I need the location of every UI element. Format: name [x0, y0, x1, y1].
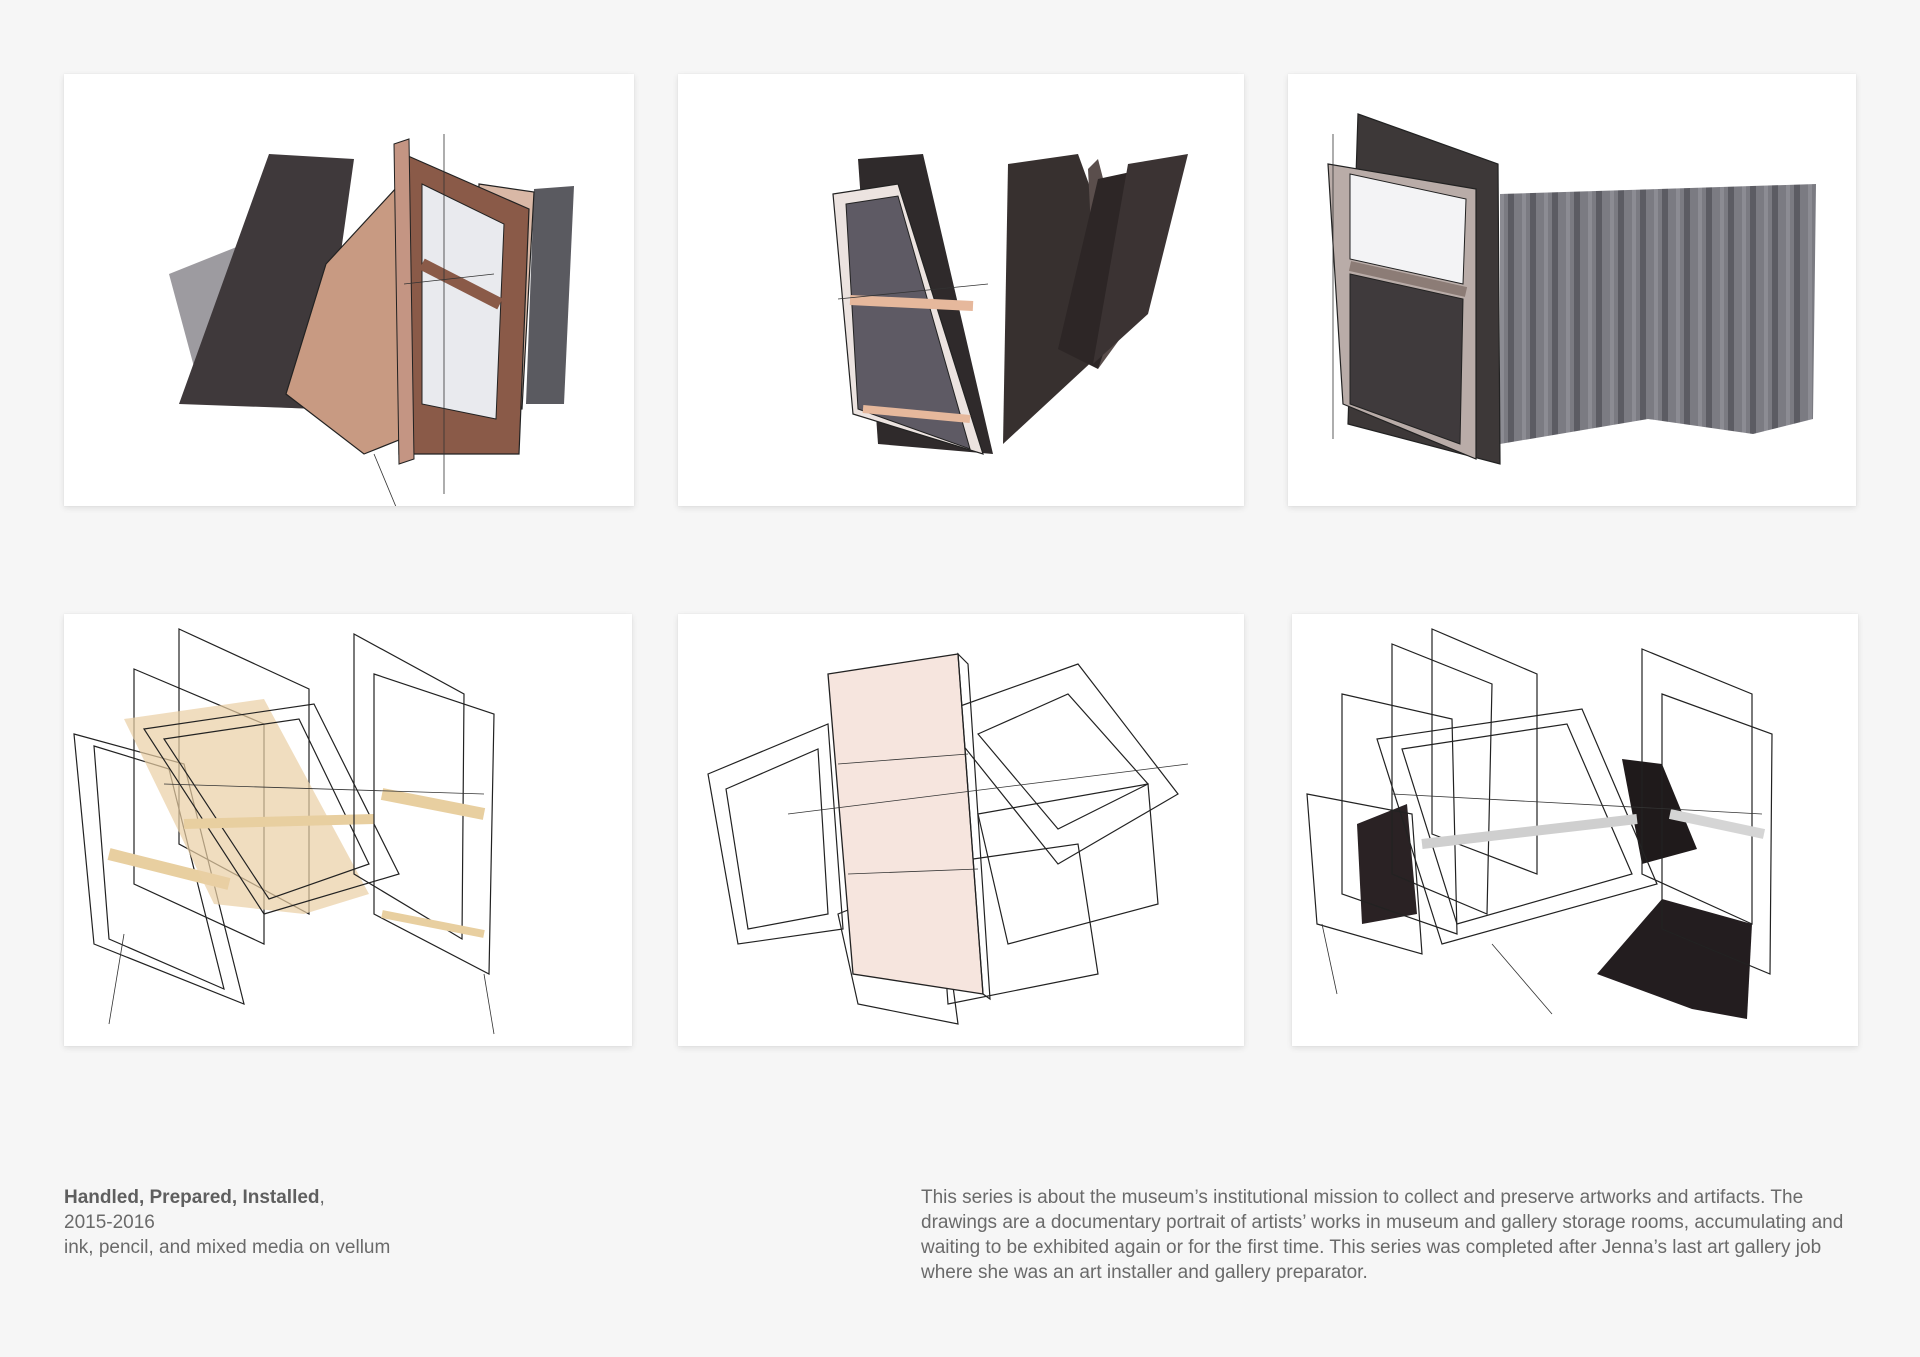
artwork-title-line: Handled, Prepared, Installed,	[64, 1185, 624, 1210]
drawing-2	[832, 154, 1188, 455]
drawing-6	[1306, 628, 1773, 1019]
artwork-image-5[interactable]	[678, 614, 1244, 1046]
drawing-4	[73, 628, 495, 1035]
artwork-years: 2015-2016	[64, 1212, 155, 1233]
series-description: This series is about the museum’s instit…	[921, 1187, 1844, 1283]
artwork-image-2[interactable]	[678, 74, 1244, 506]
artwork-caption: Handled, Prepared, Installed, 2015-2016 …	[64, 1185, 624, 1260]
artwork-title: Handled, Prepared, Installed	[64, 1187, 320, 1208]
artwork-title-suffix: ,	[319, 1187, 325, 1208]
drawing-5	[707, 652, 1189, 1025]
drawing-1	[169, 134, 574, 506]
artwork-image-1[interactable]	[64, 74, 634, 506]
drawing-3	[1327, 113, 1816, 465]
artwork-image-4[interactable]	[64, 614, 632, 1046]
artwork-image-6[interactable]	[1292, 614, 1858, 1046]
artwork-medium: ink, pencil, and mixed media on vellum	[64, 1237, 391, 1258]
artwork-image-3[interactable]	[1288, 74, 1856, 506]
